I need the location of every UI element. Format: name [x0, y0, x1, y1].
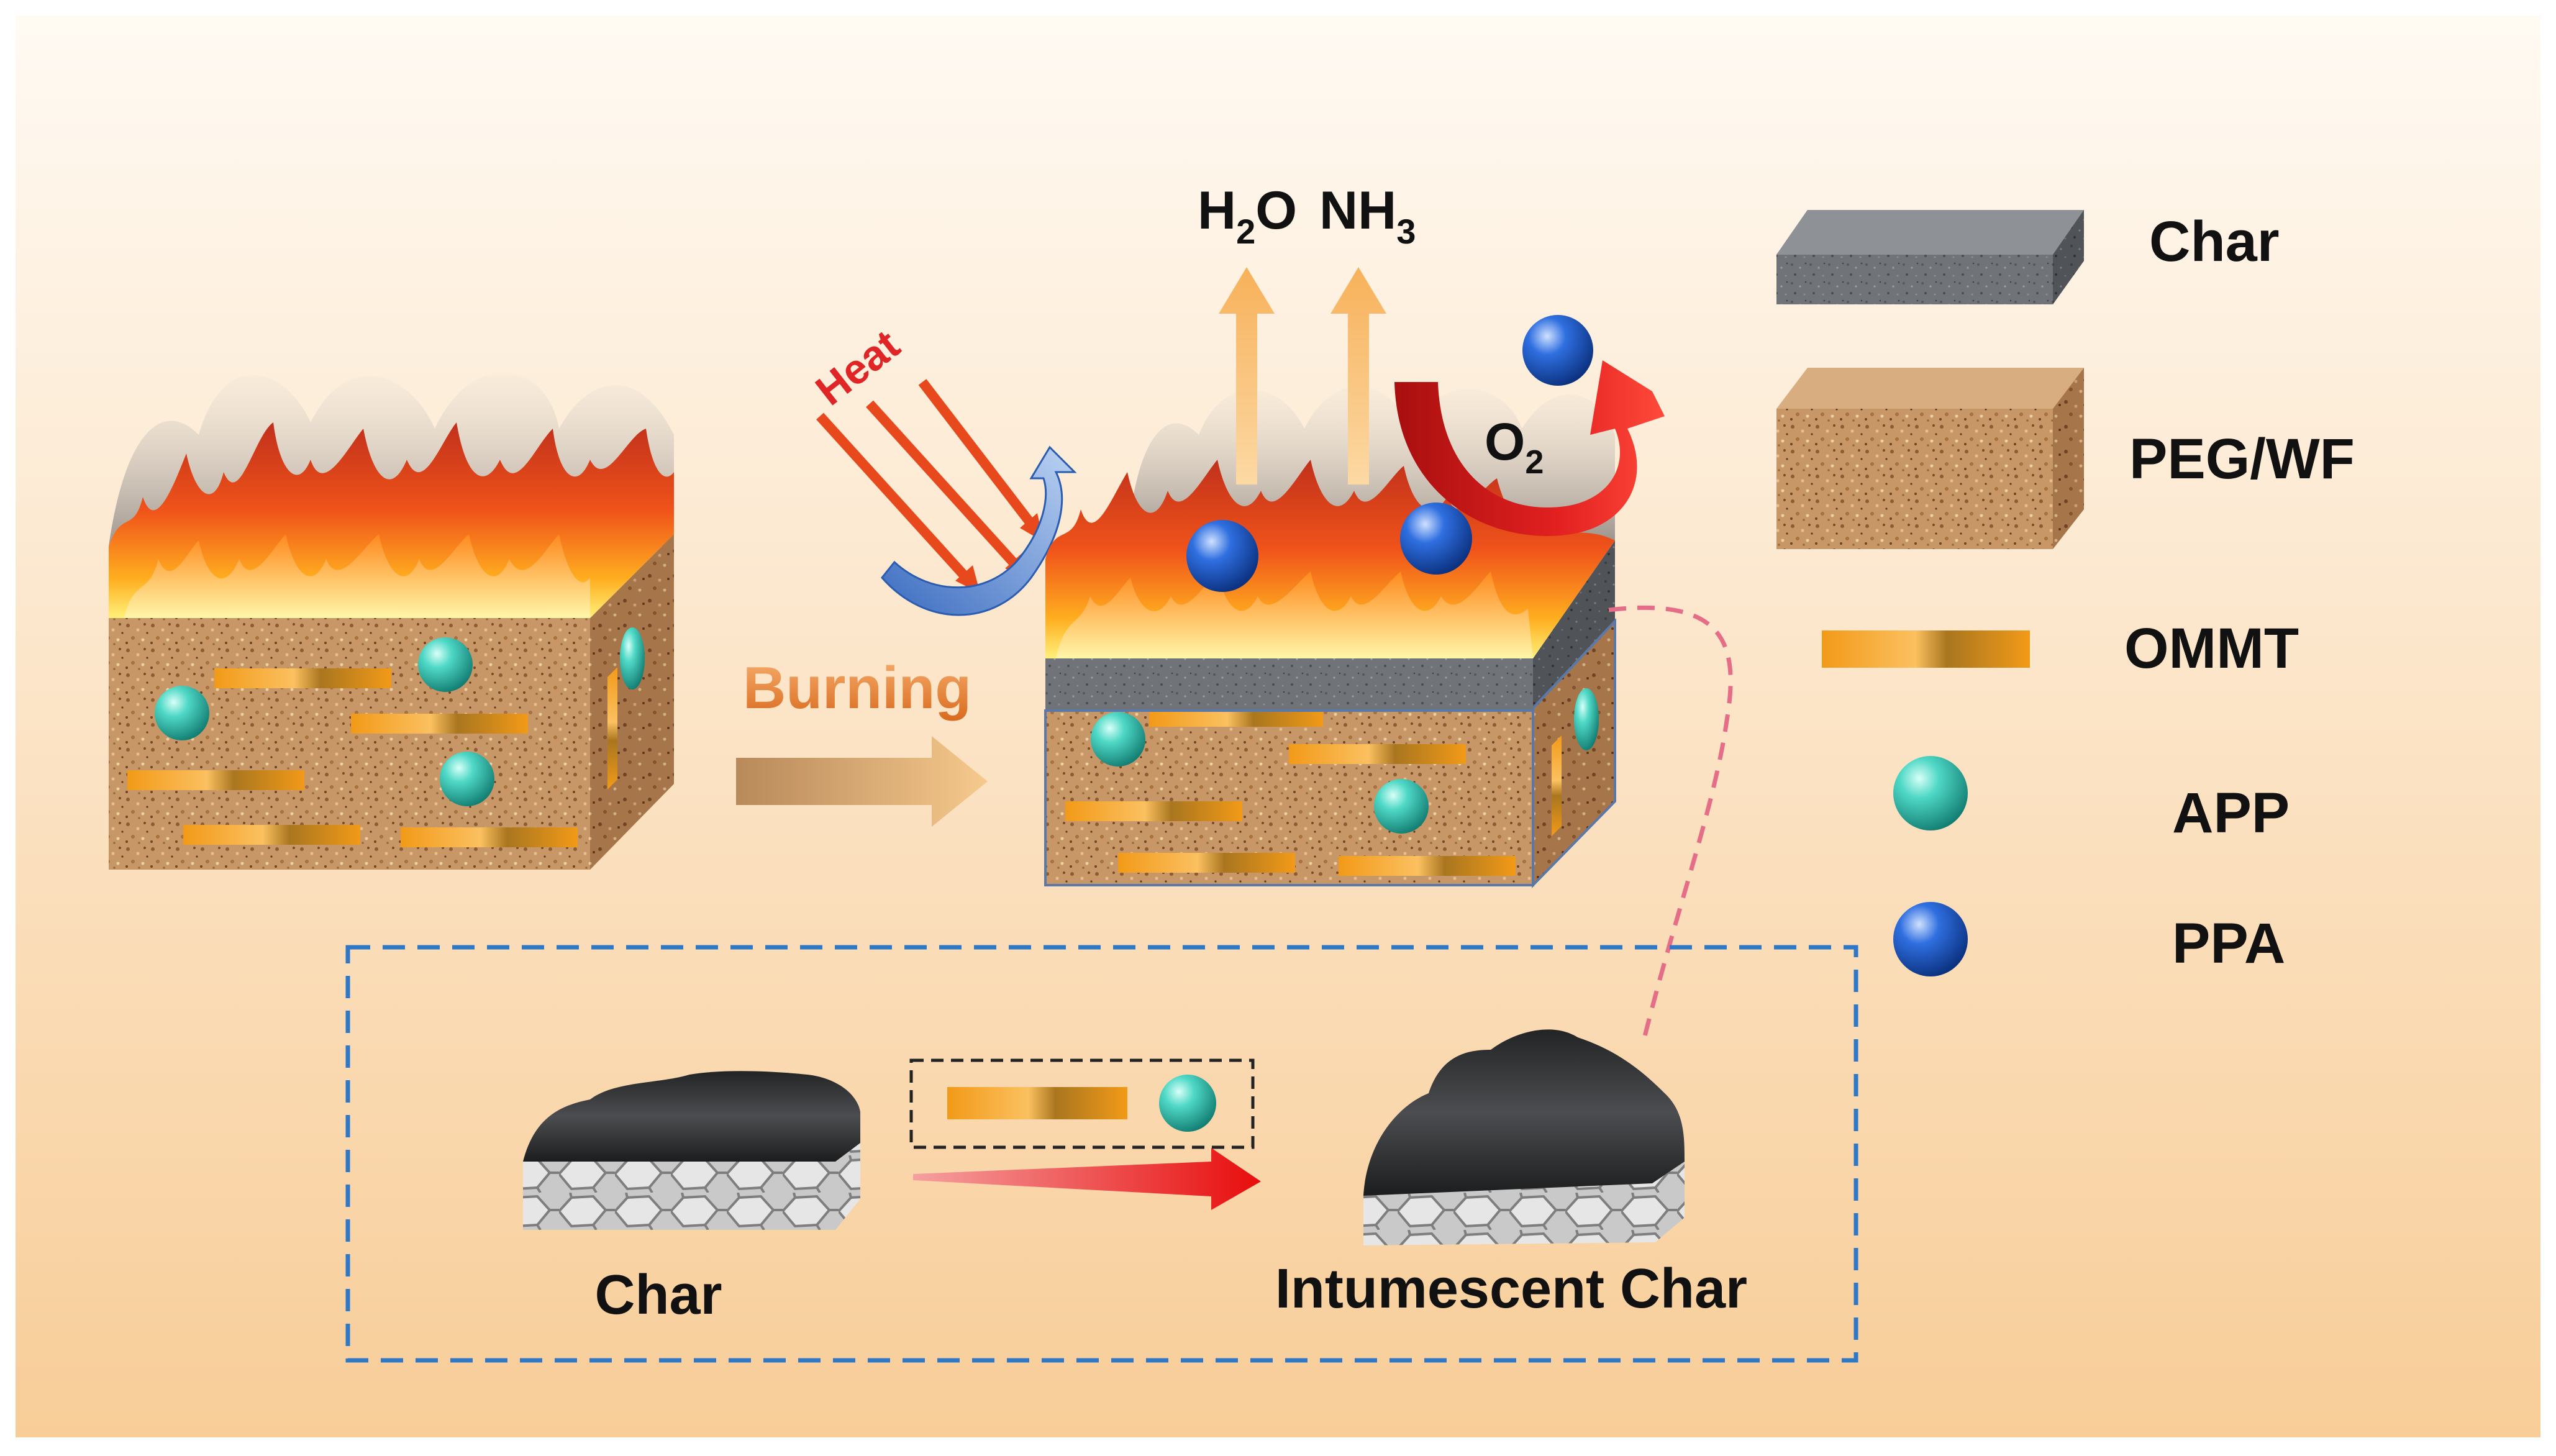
- burning-arrow: [736, 736, 988, 827]
- char-layer-side: [1533, 540, 1615, 708]
- char-formation-inset: Char Intumescent Char: [345, 945, 1858, 1363]
- char-label: Char: [594, 1264, 722, 1326]
- ommt-bar-side: [1552, 735, 1562, 836]
- char-layer-front: [1045, 658, 1533, 711]
- wood-block-icon: [1776, 409, 2053, 549]
- burning-composite-block: [1044, 386, 1616, 888]
- o2-label: O2: [1485, 412, 1544, 481]
- app-sphere: [1374, 779, 1429, 834]
- flames-middle-inner: [1056, 571, 1533, 658]
- ppa-sphere: [1400, 503, 1472, 575]
- teal-sphere-icon: [1893, 756, 1968, 830]
- app-sphere: [155, 686, 209, 740]
- char-piece-top: [523, 1071, 860, 1162]
- h2o-arrow: [1219, 267, 1275, 485]
- ommt-bar-icon: [1822, 630, 2030, 668]
- legend-item-peg-wf: PEG/WF: [1776, 368, 2355, 549]
- intumescent-char-label: Intumescent Char: [1275, 1258, 1747, 1320]
- zoom-connector: [1608, 605, 1733, 1044]
- burning-arrow-group: Burning: [736, 655, 988, 827]
- heat-ray: [816, 412, 973, 585]
- legend-label-peg-wf: PEG/WF: [2129, 427, 2355, 491]
- char-piece-base: [523, 1143, 860, 1230]
- intumescent-char-base: [1363, 1162, 1685, 1245]
- intumescent-char-top: [1363, 1029, 1685, 1196]
- gas-release-group: H2O NH3: [1198, 181, 1416, 485]
- reflected-heat-arc: [881, 445, 1077, 616]
- initial-composite-block: [109, 372, 674, 870]
- ommt-bar: [1149, 712, 1323, 727]
- flames-left-inner: [124, 534, 590, 618]
- ommt-bar: [1289, 744, 1466, 764]
- app-sphere: [1159, 1075, 1216, 1132]
- app-sphere-side: [620, 627, 645, 689]
- char-piece: Char: [523, 1071, 860, 1326]
- app-sphere: [440, 752, 494, 806]
- legend-label-ppa: PPA: [2172, 912, 2285, 975]
- ommt-bar: [1339, 856, 1516, 876]
- ommt-bar: [127, 770, 304, 790]
- legend-label-ommt: OMMT: [2124, 617, 2299, 680]
- h2o-label: H2O: [1198, 181, 1297, 251]
- ppa-sphere: [1186, 520, 1258, 592]
- char-block-side: [2053, 210, 2084, 304]
- legend-item-ommt: OMMT: [1822, 617, 2299, 680]
- legend: Char PEG/WF OMMT APP PPA: [1776, 210, 2355, 976]
- legend-label-app: APP: [2172, 781, 2290, 845]
- nh3-label: NH3: [1319, 181, 1416, 251]
- ommt-bar-side: [607, 667, 617, 789]
- ommt-bar: [183, 825, 360, 845]
- heat-ray: [918, 379, 1039, 531]
- app-sphere: [418, 637, 473, 692]
- intumescent-char-piece: Intumescent Char: [1275, 1029, 1747, 1320]
- legend-item-app: APP: [1893, 756, 2290, 845]
- oxygen-deflect-arrow: [1394, 360, 1665, 536]
- wood-block-side: [2053, 368, 2084, 549]
- heat-ray: [866, 400, 1022, 572]
- ommt-bar: [351, 714, 528, 734]
- wood-block-top: [1776, 368, 2084, 409]
- app-sphere: [1091, 712, 1145, 767]
- legend-item-char: Char: [1776, 210, 2280, 304]
- ommt-bar: [947, 1087, 1127, 1119]
- app-sphere-side: [1574, 688, 1599, 750]
- legend-item-ppa: PPA: [1893, 902, 2285, 976]
- char-block-top: [1776, 210, 2084, 255]
- burning-label: Burning: [743, 655, 971, 721]
- oxygen-barrier-group: O2: [1394, 315, 1665, 536]
- ppa-sphere: [1522, 315, 1593, 386]
- transformation-arrow: [913, 1148, 1261, 1210]
- ommt-bar: [1065, 801, 1242, 821]
- inset-frame: [345, 945, 1858, 1363]
- ommt-bar: [401, 827, 578, 847]
- legend-label-char: Char: [2149, 210, 2280, 273]
- blue-sphere-icon: [1893, 902, 1968, 976]
- nh3-arrow: [1330, 267, 1386, 485]
- ommt-bar: [1118, 853, 1295, 873]
- additive-box: [909, 1058, 1255, 1149]
- ommt-bar: [214, 668, 391, 688]
